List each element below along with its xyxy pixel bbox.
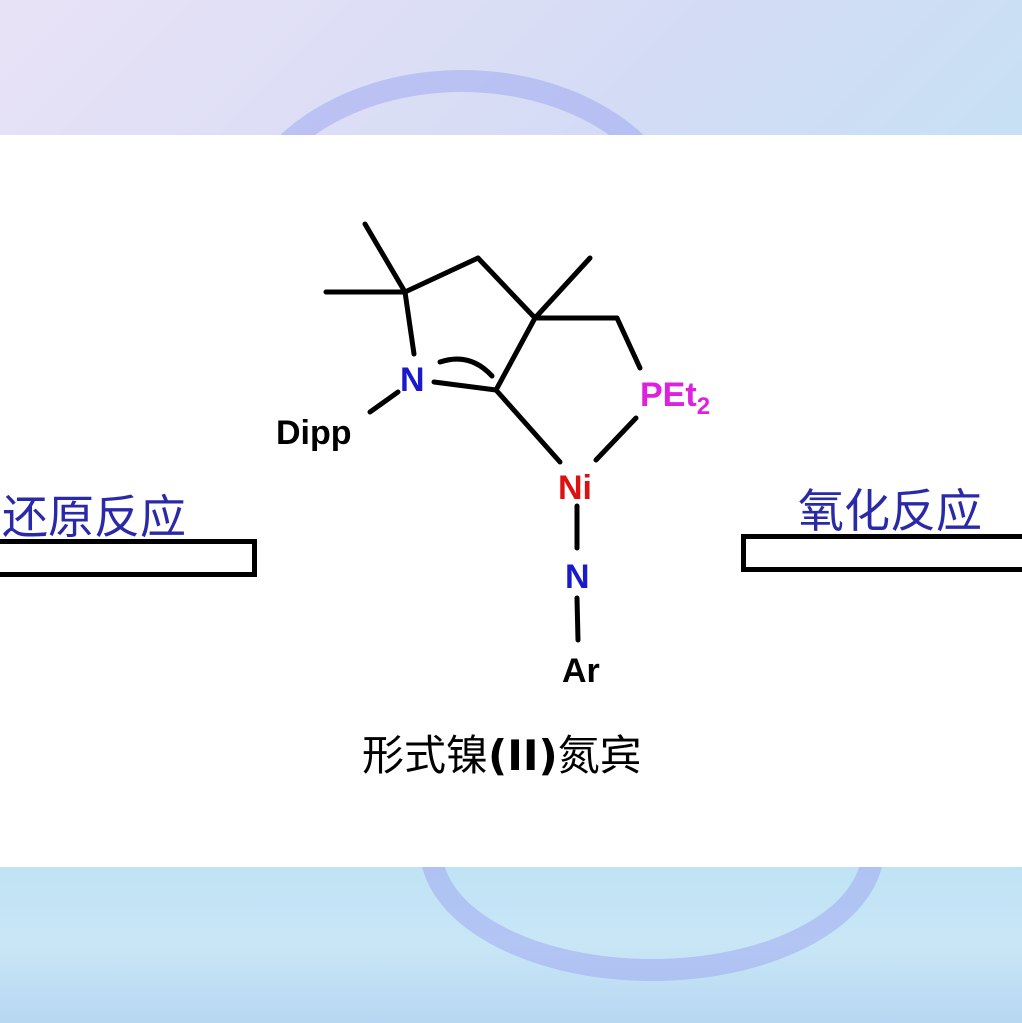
reduction-bar bbox=[0, 539, 257, 577]
phosphorus-subscript: 2 bbox=[697, 393, 710, 420]
bond bbox=[493, 315, 538, 393]
content-panel bbox=[0, 135, 1022, 867]
bond bbox=[431, 379, 499, 393]
bond-lines bbox=[323, 221, 643, 643]
caption-prefix: 形式镍 bbox=[362, 731, 489, 780]
caption-suffix: 氮宾 bbox=[557, 731, 642, 780]
nickel-atom: Ni bbox=[558, 469, 592, 507]
caption-oxidation-state: (II) bbox=[488, 731, 558, 780]
bond bbox=[437, 356, 495, 379]
bond bbox=[493, 387, 563, 465]
background-bottom-band bbox=[0, 867, 1022, 1023]
bond bbox=[402, 255, 481, 295]
oxidation-label: 氧化反应 bbox=[798, 484, 982, 538]
phosphorus-atom: PEt2 bbox=[640, 376, 710, 420]
ring-nitrogen-atom: N bbox=[400, 361, 425, 399]
bond bbox=[402, 289, 417, 357]
dipp-group: Dipp bbox=[276, 414, 352, 452]
bond bbox=[532, 255, 593, 321]
compound-caption: 形式镍(II)氮宾 bbox=[362, 722, 642, 783]
bond bbox=[362, 221, 408, 295]
phosphorus-symbol: PEt bbox=[640, 376, 697, 414]
background-top-band bbox=[0, 0, 1022, 135]
oxidation-bar bbox=[741, 534, 1022, 572]
aryl-group: Ar bbox=[562, 652, 600, 690]
bond bbox=[475, 255, 538, 321]
bond bbox=[574, 595, 581, 643]
bond bbox=[367, 389, 401, 415]
bond bbox=[614, 315, 643, 371]
bond bbox=[593, 415, 639, 463]
imido-nitrogen-atom: N bbox=[565, 558, 590, 596]
reduction-label: 还原反应 bbox=[2, 490, 186, 544]
